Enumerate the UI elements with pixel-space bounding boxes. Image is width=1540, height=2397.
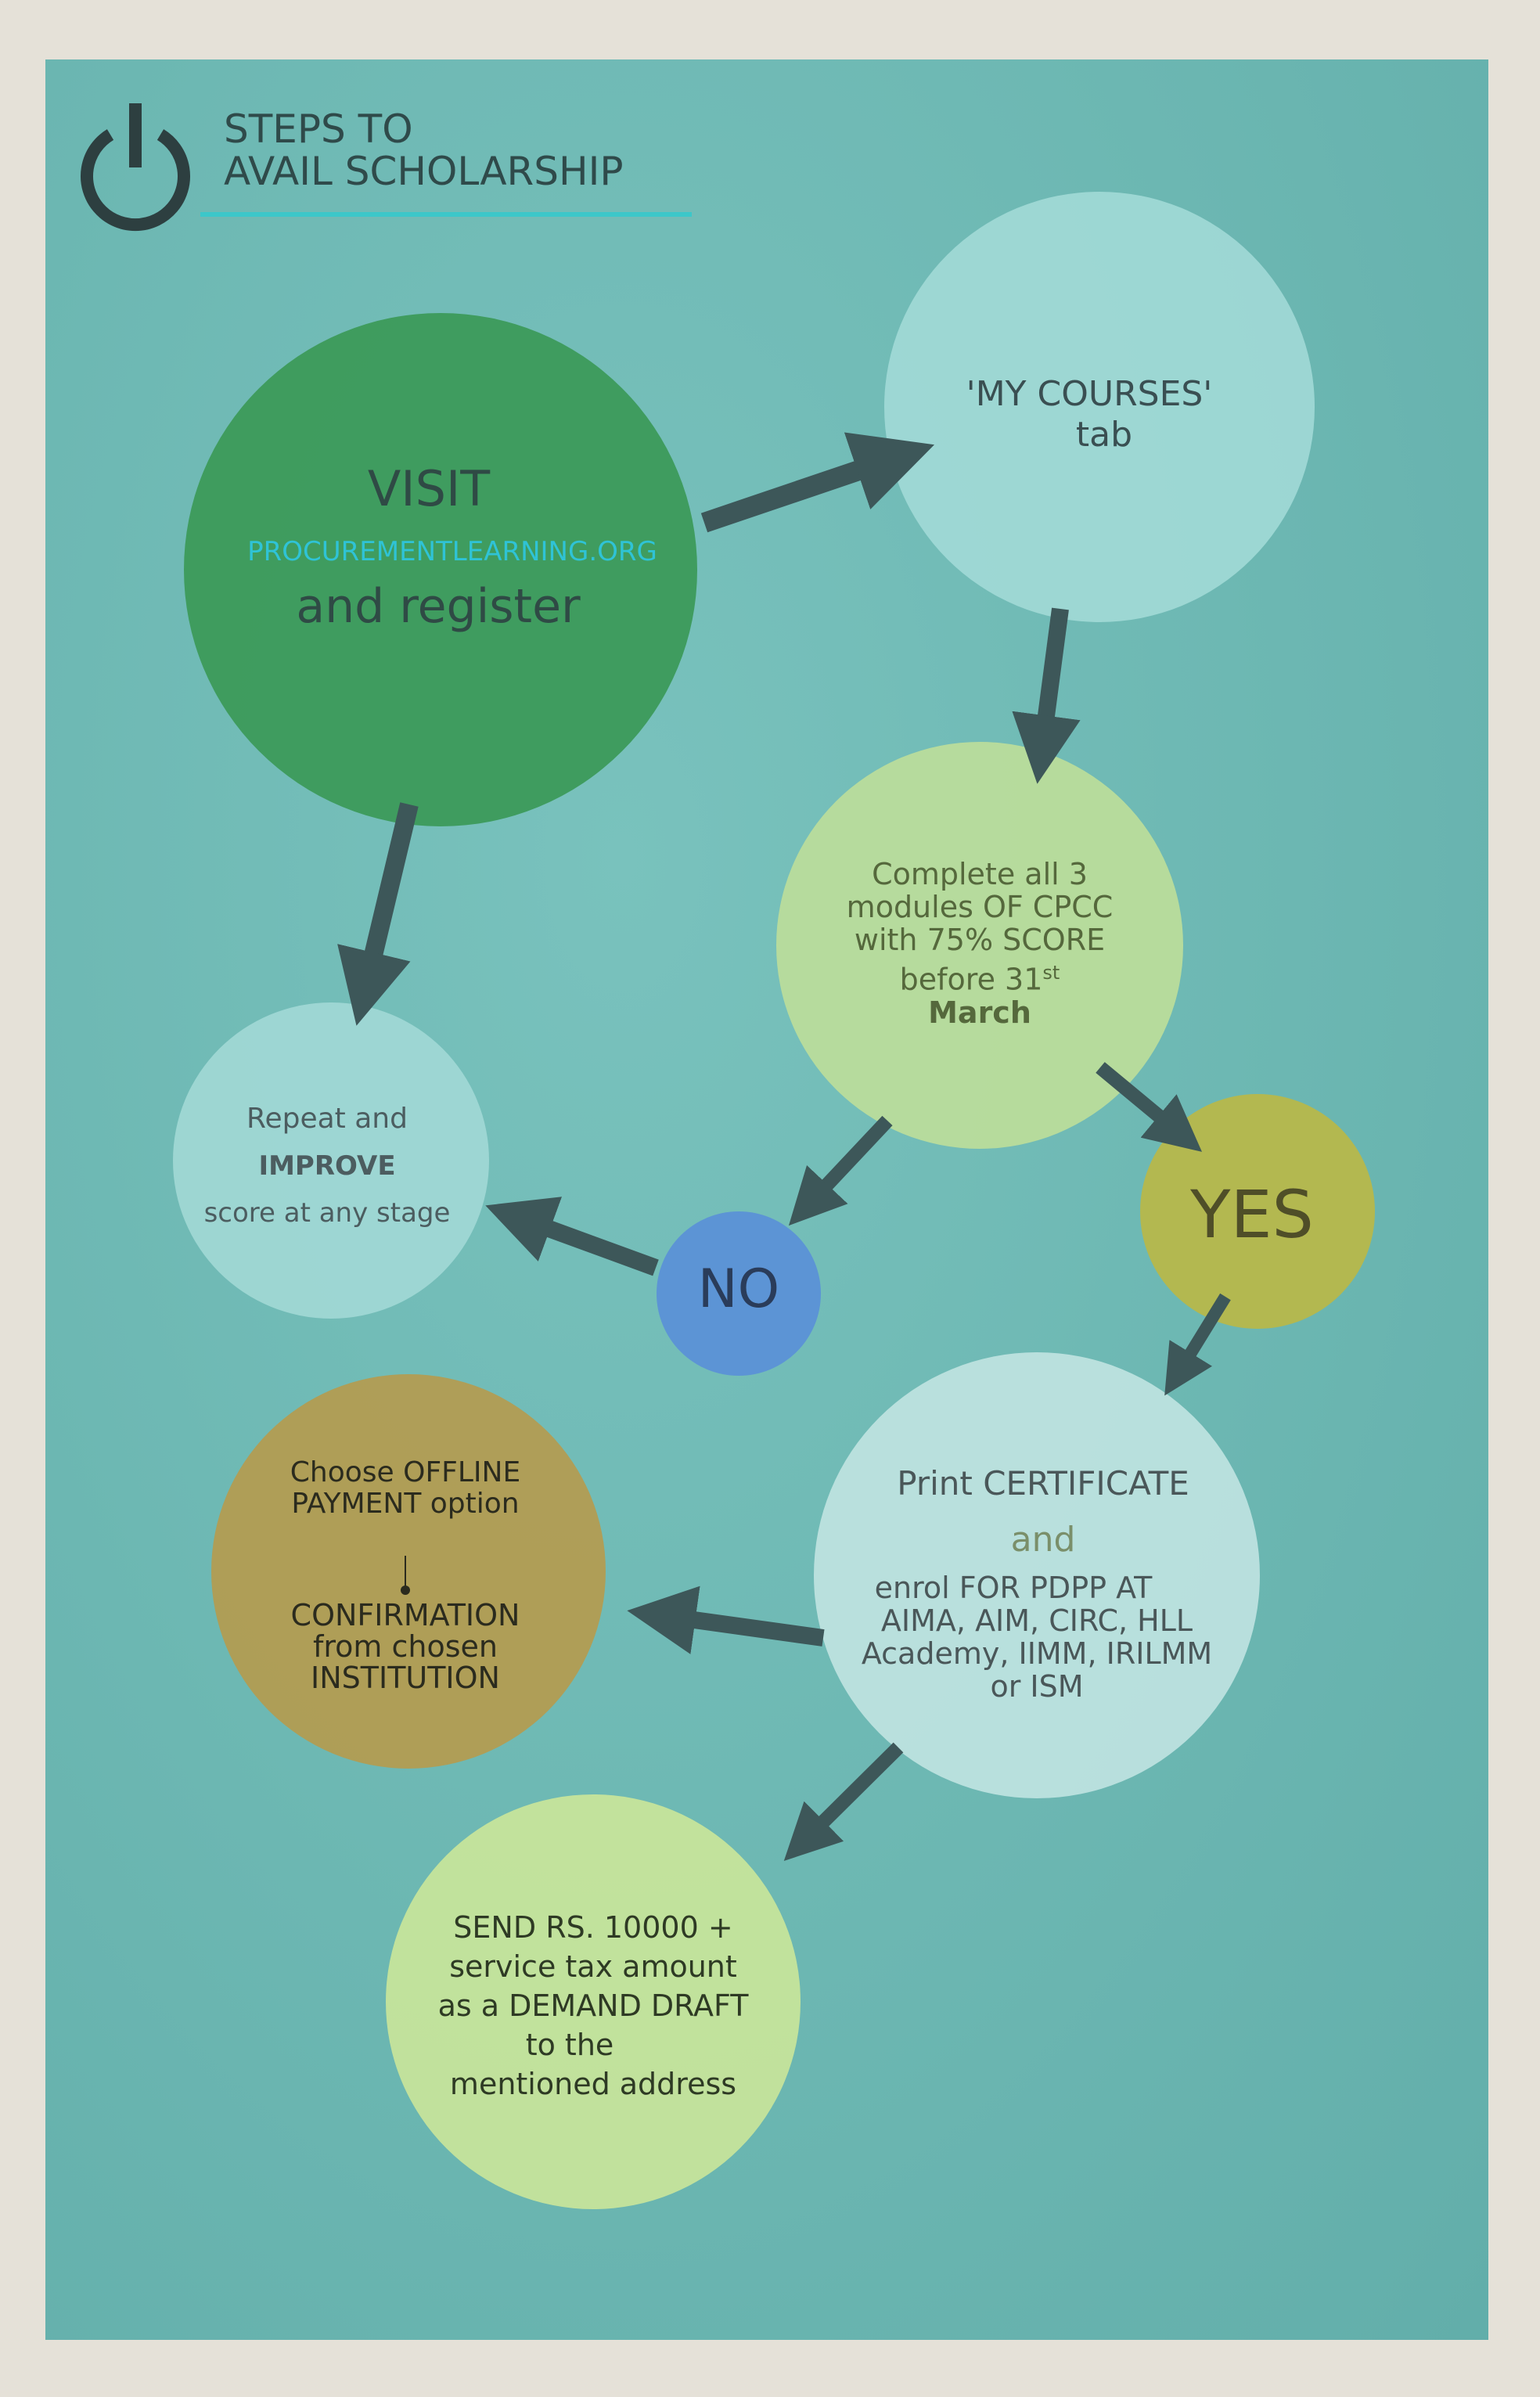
- offline-label-bottom: CONFIRMATION from chosen INSTITUTION: [290, 1598, 520, 1695]
- yes-circle: [1140, 1094, 1375, 1329]
- print-label-top: Print CERTIFICATE and: [897, 1464, 1189, 1560]
- send-circle: [386, 1794, 801, 2209]
- yes-label: YES: [1190, 1176, 1314, 1253]
- offline-circle: [211, 1374, 606, 1769]
- page-title: STEPS TO AVAIL SCHOLARSHIP: [224, 108, 624, 193]
- arrow-no-to-repeat: [485, 1197, 659, 1276]
- arrow-print-to-offline: [627, 1585, 825, 1654]
- print-circle: [814, 1352, 1260, 1798]
- offline-down-arrow-dot: [401, 1585, 410, 1595]
- visit-circle: [184, 313, 697, 826]
- offline-label-top: Choose OFFLINE PAYMENT option: [290, 1456, 521, 1520]
- title-underline: [200, 212, 692, 217]
- arrow-visit-to-repeat: [337, 802, 419, 1026]
- complete-label: Complete all 3 modules OF CPCC with 75% …: [846, 857, 1114, 1030]
- visit-register-label: and register: [296, 579, 581, 634]
- visit-site-link[interactable]: PROCUREMENTLEARNING.ORG: [247, 536, 657, 567]
- repeat-circle: [173, 1002, 489, 1319]
- arrow-visit-to-courses: [700, 432, 935, 533]
- send-label: SEND RS. 10000 + service tax amount as a…: [437, 1910, 749, 2101]
- arrow-courses-to-complete: [1012, 607, 1081, 784]
- complete-circle: [776, 742, 1183, 1149]
- arrow-complete-to-no: [788, 1115, 893, 1226]
- no-label: NO: [697, 1258, 780, 1320]
- arrow-print-to-send: [783, 1742, 904, 1861]
- courses-circle: [884, 192, 1315, 622]
- power-icon: [81, 103, 190, 232]
- arrow-complete-to-yes: [1096, 1062, 1203, 1152]
- visit-label: VISIT: [367, 460, 491, 517]
- repeat-label: Repeat and IMPROVE score at any stage: [203, 1103, 451, 1229]
- title-line-1: STEPS TO: [224, 106, 413, 152]
- arrow-yes-to-print: [1164, 1293, 1231, 1396]
- print-label-bottom: enrol FOR PDPP AT AIMA, AIM, CIRC, HLL A…: [861, 1571, 1213, 1704]
- title-line-2: AVAIL SCHOLARSHIP: [224, 149, 624, 194]
- courses-label: 'MY COURSES' tab: [966, 374, 1213, 455]
- no-circle: [657, 1211, 821, 1376]
